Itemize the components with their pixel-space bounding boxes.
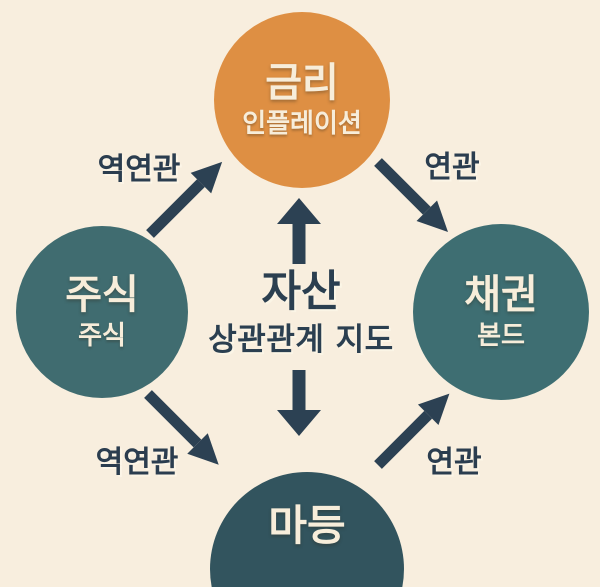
node-interest-rate-sublabel: 인플레이션 bbox=[242, 108, 362, 139]
node-bonds: 채권 본드 bbox=[413, 224, 589, 400]
node-interest-rate-label: 금리 bbox=[265, 59, 339, 106]
node-stocks: 주식 주식 bbox=[16, 226, 188, 398]
diagram-title: 자산 상관관계 지도 bbox=[190, 267, 412, 359]
diagram-title-line1: 자산 bbox=[261, 267, 341, 317]
node-bottom-asset-label: 마등 bbox=[268, 501, 346, 550]
arrow-center-up-icon bbox=[277, 198, 321, 264]
edge-label-direct-bottom-right: 연관 bbox=[426, 445, 482, 480]
node-bottom-asset: 마등 bbox=[210, 472, 404, 587]
node-bonds-sublabel: 본드 bbox=[477, 320, 525, 351]
node-stocks-sublabel: 주식 bbox=[78, 320, 126, 351]
edge-label-direct-top-right: 연관 bbox=[424, 150, 480, 185]
edge-label-inverse-left-top: 역연관 bbox=[97, 152, 181, 187]
node-bonds-label: 채권 bbox=[464, 271, 538, 318]
diagram-title-line2: 상관관계 지도 bbox=[208, 322, 394, 359]
node-interest-rate: 금리 인플레이션 bbox=[214, 12, 390, 188]
node-stocks-label: 주식 bbox=[65, 271, 139, 318]
edge-label-inverse-left-bottom: 역연관 bbox=[95, 445, 179, 480]
arrow-center-down-icon bbox=[277, 370, 321, 436]
